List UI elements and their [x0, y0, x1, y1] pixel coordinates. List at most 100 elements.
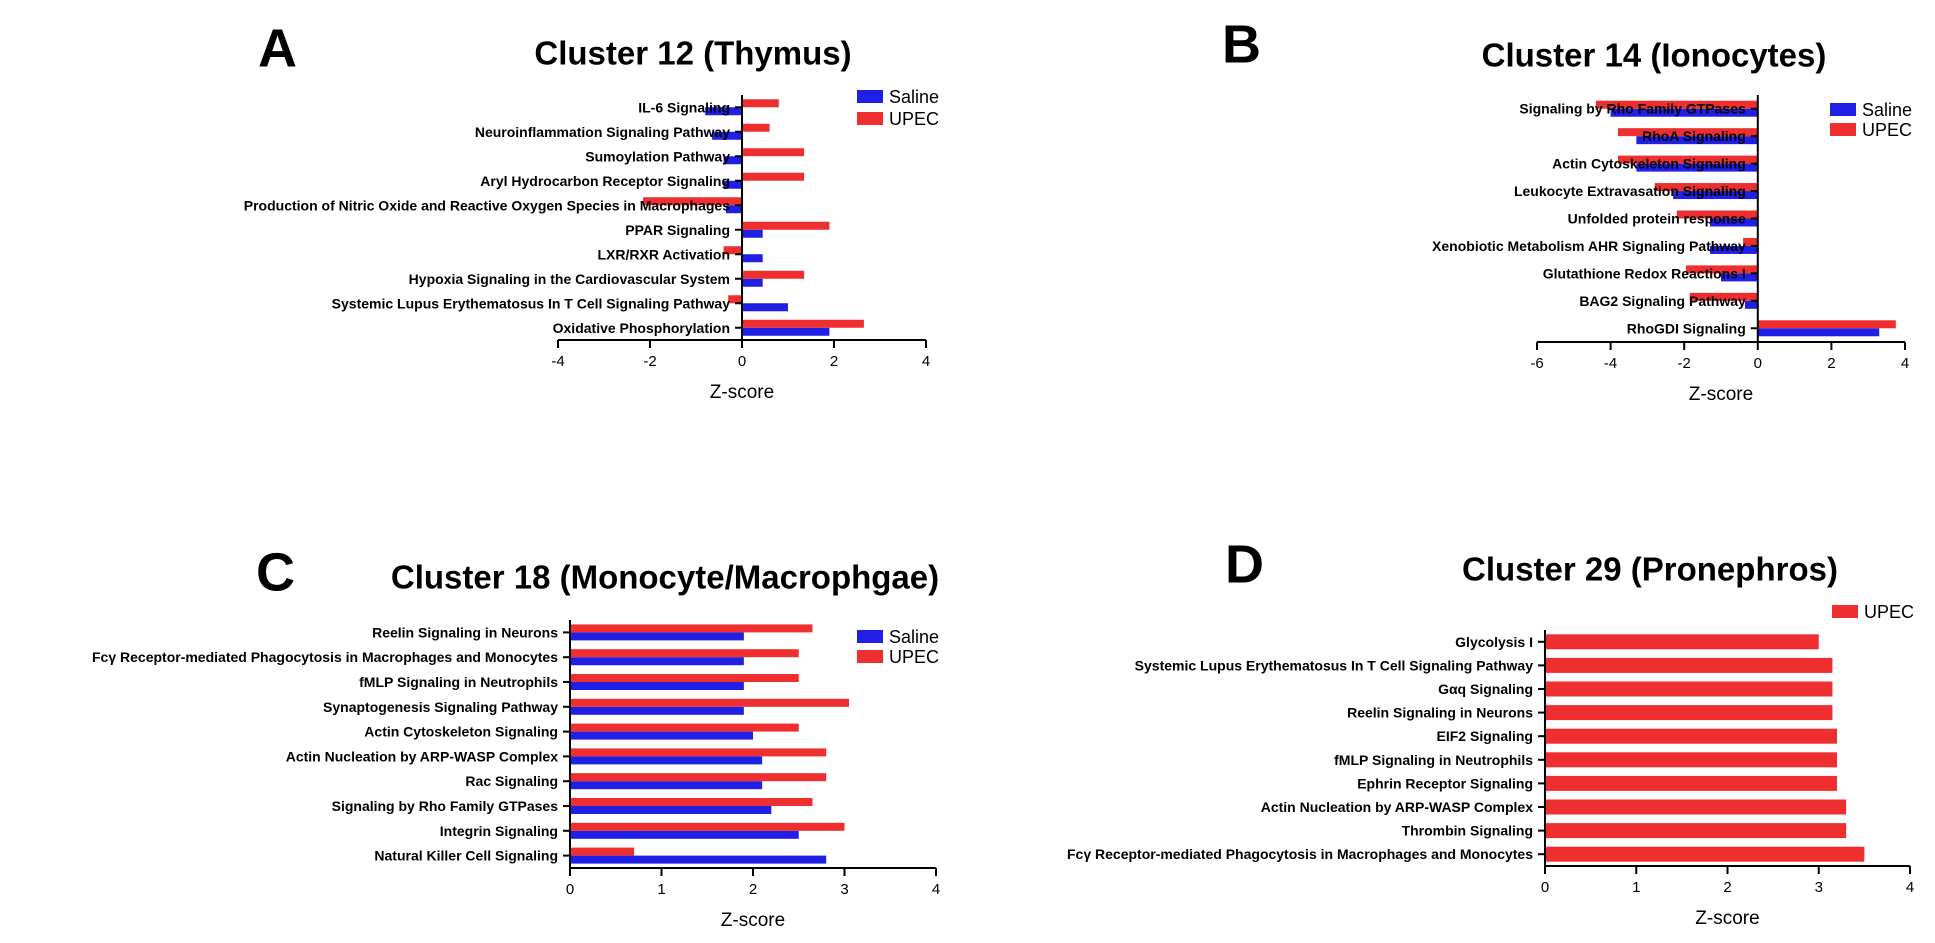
bar-c-saline-2	[570, 682, 744, 690]
category-label-b-5: Xenobiotic Metabolism AHR Signaling Path…	[1432, 238, 1746, 254]
bar-a-saline-4	[725, 205, 742, 214]
bar-a-upec-2	[742, 148, 805, 157]
category-label-b-7: BAG2 Signaling Pathway	[1579, 293, 1746, 309]
bar-c-upec-8	[570, 822, 845, 831]
category-label-a-5: PPAR Signaling	[625, 222, 730, 238]
legend-swatch-d-upec	[1832, 605, 1858, 618]
bar-a-saline-7	[742, 278, 763, 287]
bar-c-saline-7	[570, 806, 772, 814]
bar-c-saline-0	[570, 632, 744, 641]
bar-b-saline-6	[1721, 273, 1758, 282]
legend-swatch-b-saline	[1830, 103, 1856, 116]
x-tick-label-d-3: 3	[1815, 879, 1823, 896]
bar-b-saline-0	[1610, 108, 1758, 117]
legend-label-d-upec: UPEC	[1864, 602, 1914, 622]
legend-label-c-upec: UPEC	[889, 647, 939, 667]
bar-a-saline-6	[742, 254, 763, 263]
legend-swatch-c-saline	[857, 630, 883, 643]
bar-c-upec-3	[570, 698, 850, 707]
category-label-c-2: fMLP Signaling in Neutrophils	[359, 674, 558, 690]
panel-letter-a: A	[258, 18, 297, 78]
bar-a-upec-7	[742, 270, 805, 279]
bar-c-upec-5	[570, 748, 827, 757]
x-tick-label-b-2: -2	[1678, 355, 1691, 372]
category-label-d-3: Reelin Signaling in Neurons	[1347, 705, 1533, 721]
bar-b-upec-1	[1617, 128, 1758, 137]
bar-d-upec-2	[1545, 681, 1833, 697]
category-label-d-4: EIF2 Signaling	[1437, 728, 1533, 744]
panel-title-a: Cluster 12 (Thymus)	[534, 35, 851, 72]
category-label-c-5: Actin Nucleation by ARP-WASP Complex	[286, 748, 558, 764]
bar-b-upec-0	[1595, 100, 1758, 109]
category-label-c-8: Integrin Signaling	[440, 823, 558, 839]
bar-c-upec-7	[570, 798, 813, 806]
bar-b-upec-3	[1654, 183, 1758, 192]
bar-b-saline-4	[1709, 218, 1758, 227]
bar-b-upec-8	[1757, 320, 1896, 329]
bar-b-upec-6	[1686, 265, 1758, 274]
bar-a-upec-8	[728, 295, 742, 304]
bar-b-saline-2	[1636, 163, 1758, 172]
bar-d-upec-7	[1545, 799, 1847, 815]
category-label-b-8: RhoGDI Signaling	[1627, 320, 1746, 336]
x-tick-label-d-0: 0	[1541, 879, 1549, 896]
legend-swatch-c-upec	[857, 650, 883, 663]
bar-c-upec-4	[570, 723, 799, 732]
category-label-a-7: Hypoxia Signaling in the Cardiovascular …	[409, 271, 730, 287]
bar-b-saline-3	[1673, 191, 1758, 200]
x-tick-label-b-4: 2	[1827, 355, 1835, 372]
x-tick-label-b-3: 0	[1754, 355, 1762, 372]
bar-d-upec-5	[1545, 752, 1837, 768]
x-tick-label-c-2: 2	[749, 881, 757, 898]
category-label-a-1: Neuroinflammation Signaling Pathway	[475, 124, 730, 140]
bar-d-upec-1	[1545, 657, 1833, 673]
bar-a-upec-4	[643, 197, 742, 206]
bar-a-saline-9	[742, 327, 830, 336]
category-label-a-0: IL-6 Signaling	[638, 99, 730, 115]
category-label-a-2: Sumoylation Pathway	[585, 148, 730, 164]
bar-a-upec-6	[723, 246, 742, 255]
category-label-b-1: RhoA Signaling	[1642, 128, 1746, 144]
category-label-d-0: Glycolysis I	[1455, 634, 1533, 650]
bar-d-upec-9	[1545, 846, 1865, 862]
bar-b-upec-2	[1617, 155, 1758, 164]
x-tick-label-c-0: 0	[566, 881, 574, 898]
bar-c-saline-3	[570, 706, 744, 715]
bar-c-saline-4	[570, 731, 753, 740]
x-axis-title-a: Z-score	[710, 382, 774, 403]
category-label-d-7: Actin Nucleation by ARP-WASP Complex	[1261, 799, 1533, 815]
legend-label-b-upec: UPEC	[1862, 120, 1912, 140]
panel-title-d: Cluster 29 (Pronephros)	[1462, 551, 1838, 588]
x-tick-label-a-1: -2	[643, 353, 656, 370]
x-tick-label-c-4: 4	[932, 881, 940, 898]
bar-d-upec-6	[1545, 775, 1837, 791]
category-label-c-0: Reelin Signaling in Neurons	[372, 624, 558, 640]
bar-a-upec-1	[742, 123, 770, 132]
category-label-d-9: Fcγ Receptor-mediated Phagocytosis in Ma…	[1067, 846, 1533, 862]
legend-label-a-upec: UPEC	[889, 109, 939, 129]
x-tick-label-b-1: -4	[1604, 355, 1617, 372]
category-label-a-3: Aryl Hydrocarbon Receptor Signaling	[480, 173, 730, 189]
category-label-d-5: fMLP Signaling in Neutrophils	[1334, 752, 1533, 768]
bar-a-saline-1	[712, 131, 742, 140]
legend-label-b-saline: Saline	[1862, 100, 1912, 120]
panel-title-b: Cluster 14 (Ionocytes)	[1482, 37, 1827, 74]
x-tick-label-a-3: 2	[830, 353, 838, 370]
bar-a-upec-9	[742, 319, 864, 328]
bar-a-saline-3	[723, 180, 742, 189]
bar-c-saline-6	[570, 781, 763, 790]
category-label-d-6: Ephrin Receptor Signaling	[1357, 775, 1533, 791]
bar-b-upec-4	[1676, 210, 1758, 219]
panel-letter-b: B	[1222, 14, 1261, 74]
x-tick-label-a-4: 4	[922, 353, 930, 370]
bar-a-upec-5	[742, 221, 830, 230]
category-label-c-7: Signaling by Rho Family GTPases	[332, 798, 559, 814]
category-label-d-2: Gαq Signaling	[1438, 681, 1533, 697]
bar-b-upec-5	[1743, 237, 1758, 246]
panel-letter-d: D	[1225, 534, 1264, 594]
category-label-c-6: Rac Signaling	[465, 773, 558, 789]
x-tick-label-d-4: 4	[1906, 879, 1914, 896]
bar-a-saline-0	[705, 107, 742, 116]
bar-a-upec-0	[742, 99, 779, 108]
